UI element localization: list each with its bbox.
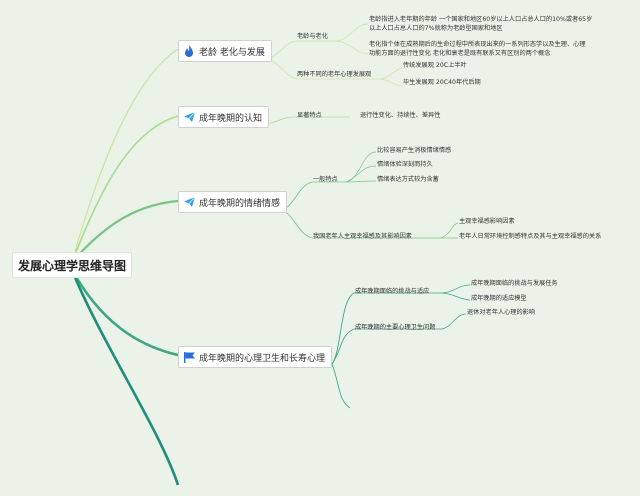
- topic-reserved-expression[interactable]: 情绪表达方式较为含蓄: [377, 176, 439, 183]
- topic-control-sense[interactable]: 老年人日常环境控制感特点及其与主观幸福感的关系: [459, 233, 602, 240]
- topic-aging-process-line1[interactable]: 老化指个体在成熟期后的生命过程中所表现出来的一系列形态学以及生理、心理: [369, 41, 586, 48]
- topic-challenges-adaptation[interactable]: 成年晚期面临的挑战与适应: [355, 288, 430, 295]
- topic-aging-age-line1[interactable]: 老龄指进入老年期的年龄 一个国家和地区60岁以上人口占总人口的10%或者65岁: [369, 16, 593, 23]
- topic-deep-emotions[interactable]: 情绪体验深刻而持久: [377, 161, 433, 168]
- topic-negative-emotions[interactable]: 比较容易产生消极情绪情感: [377, 147, 452, 154]
- branch-cognition[interactable]: 成年晚期的认知: [178, 106, 270, 128]
- topic-key-features[interactable]: 显著特点: [297, 112, 322, 119]
- branch-cognition-label: 成年晚期的认知: [199, 113, 263, 124]
- topic-general-features[interactable]: 一般特点: [313, 176, 338, 183]
- root-topic[interactable]: 发展心理学思维导图: [12, 252, 132, 278]
- branch-mental-health-label: 成年晚期的心理卫生和长寿心理: [199, 353, 326, 364]
- branch-emotion-label: 成年晚期的情绪情感: [199, 198, 281, 209]
- branch-mental-health[interactable]: 成年晚期的心理卫生和长寿心理: [178, 346, 333, 368]
- topic-mental-health-issues[interactable]: 成年晚期的主要心理卫生问题: [355, 324, 436, 331]
- topic-wellbeing[interactable]: 我国老年人主观幸福感及其影响因素: [313, 233, 412, 240]
- topic-traditional-view[interactable]: 传统发展观 20C上半叶: [403, 62, 467, 69]
- topic-two-views[interactable]: 两种不同的老年心理发展观: [297, 71, 372, 78]
- paper-plane-icon: [183, 111, 195, 123]
- branch-aging[interactable]: 老龄 老化与发展: [178, 40, 272, 62]
- topic-challenges-tasks[interactable]: 成年晚期面临的挑战与发展任务: [471, 280, 558, 287]
- branch-emotion[interactable]: 成年晚期的情绪情感: [178, 191, 288, 213]
- paper-plane-icon: [183, 196, 195, 208]
- branch-aging-label: 老龄 老化与发展: [199, 47, 265, 58]
- root-title: 发展心理学思维导图: [17, 258, 126, 273]
- topic-aging-definition[interactable]: 老龄与老化: [297, 33, 328, 40]
- fire-icon: [183, 45, 195, 57]
- topic-aging-process-line2[interactable]: 功能方面的退行性变化 老化和衰老是既有联系又有区别的两个概念: [369, 50, 551, 57]
- topic-lifespan-view[interactable]: 毕生发展观 20C40年代后期: [403, 79, 481, 86]
- topic-aging-age-line2[interactable]: 以上人口占总人口的7%就称为老龄型国家和地区: [369, 25, 503, 32]
- topic-wellbeing-factors[interactable]: 主观幸福感影响因素: [459, 218, 515, 225]
- topic-cognition-traits[interactable]: 退行性变化、持续性、差异性: [360, 112, 441, 119]
- topic-retirement-impact[interactable]: 退休对老年人心理的影响: [467, 309, 536, 316]
- flag-icon: [183, 351, 195, 363]
- topic-adaptation-model[interactable]: 成年晚期的适应模型: [471, 295, 527, 302]
